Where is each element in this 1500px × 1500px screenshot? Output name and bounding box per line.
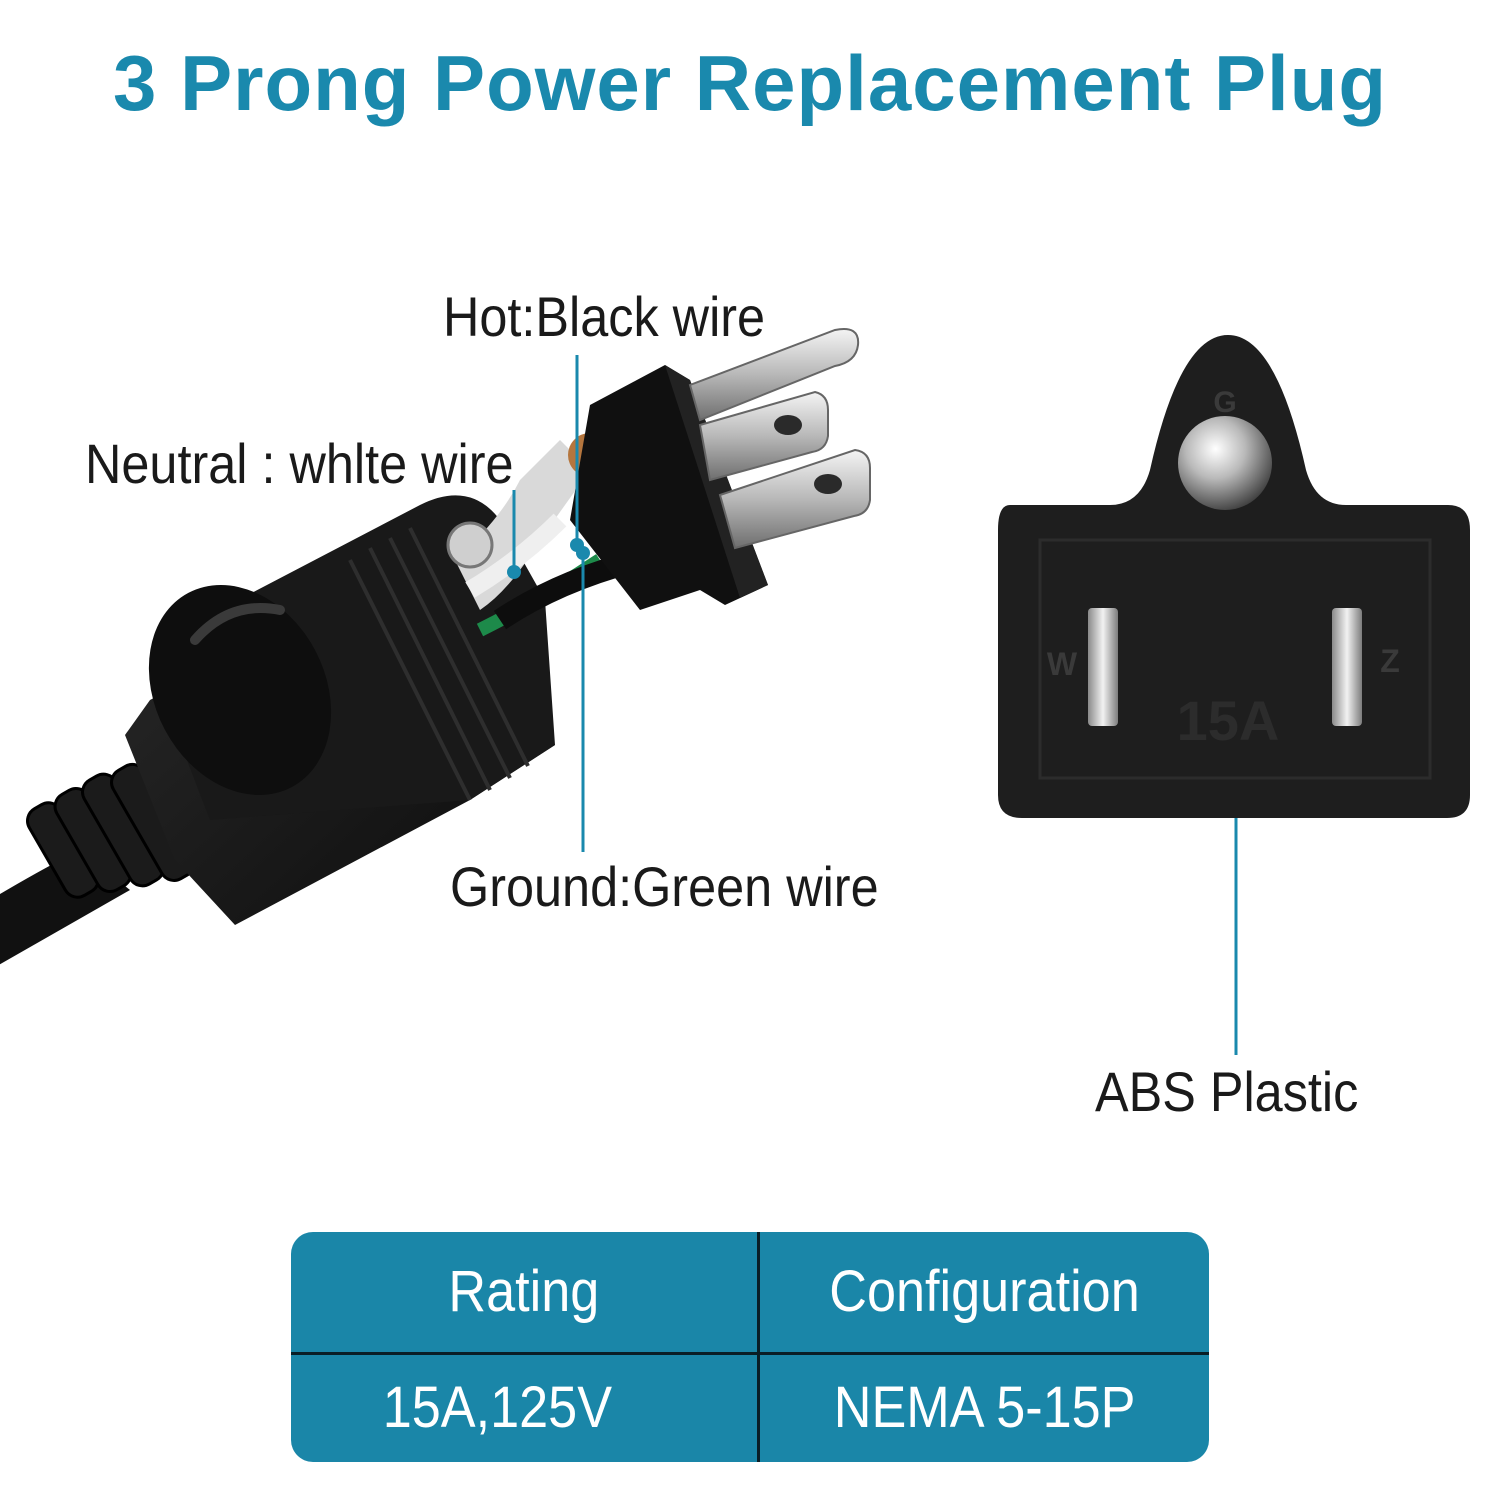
table-divider-horizontal bbox=[291, 1352, 1209, 1355]
spec-table: Rating Configuration 15A,125V NEMA 5-15P bbox=[291, 1232, 1209, 1462]
socket-hot-mark: Z bbox=[1380, 643, 1400, 679]
socket-markings: G W Z 15A bbox=[1047, 386, 1400, 752]
prongs bbox=[688, 328, 871, 550]
table-value-rating: 15A,125V bbox=[382, 1375, 612, 1440]
table-header-rating: Rating bbox=[448, 1259, 600, 1324]
ground-wire-label: Ground:Green wire bbox=[450, 855, 879, 918]
callout-lines bbox=[512, 355, 1238, 1055]
table-divider-vertical bbox=[757, 1232, 760, 1462]
socket-rating-mark: 15A bbox=[1177, 689, 1280, 752]
socket-face-illustration bbox=[998, 335, 1470, 818]
hot-wire-label: Hot:Black wire bbox=[443, 285, 766, 348]
socket-ground-mark: G bbox=[1213, 386, 1236, 419]
plug-body bbox=[125, 495, 556, 925]
socket-neutral-mark: W bbox=[1047, 646, 1078, 682]
material-label: ABS Plastic bbox=[1095, 1060, 1359, 1123]
table-value-configuration: NEMA 5-15P bbox=[833, 1375, 1136, 1440]
table-header-configuration: Configuration bbox=[829, 1259, 1140, 1324]
cable bbox=[0, 762, 197, 965]
neutral-wire-label: Neutral : whlte wire bbox=[85, 432, 514, 495]
page-title: 3 Prong Power Replacement Plug bbox=[113, 39, 1387, 127]
